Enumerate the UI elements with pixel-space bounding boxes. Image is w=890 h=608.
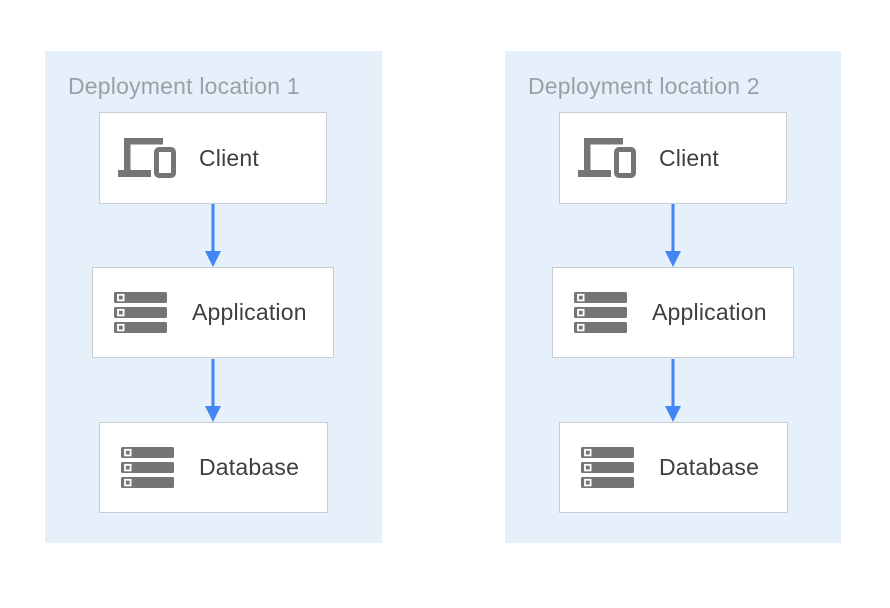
node-label: Client <box>199 144 260 171</box>
devices-icon <box>578 134 636 182</box>
devices-icon <box>118 134 176 182</box>
node-database: Database <box>99 422 328 513</box>
deployment-location-1-panel: Deployment location 1 Client <box>45 51 382 543</box>
node-database: Database <box>559 422 788 513</box>
arrow-application-to-database <box>665 359 681 422</box>
node-label: Application <box>192 299 307 325</box>
node-client: Client <box>559 112 787 204</box>
arrow-client-to-application <box>205 204 221 267</box>
node-label: Application <box>652 299 767 325</box>
server-stack-icon <box>578 447 636 488</box>
node-application: Application <box>92 267 334 358</box>
node-application: Application <box>552 267 794 358</box>
server-stack-icon <box>111 292 169 333</box>
server-stack-icon <box>571 292 629 333</box>
panel-title: Deployment location 2 <box>528 73 760 99</box>
node-label: Database <box>199 454 300 480</box>
panel-title: Deployment location 1 <box>68 73 300 99</box>
node-client: Client <box>99 112 327 204</box>
server-stack-icon <box>118 447 176 488</box>
deployment-location-2-panel: Deployment location 2 Client <box>505 51 841 543</box>
node-label: Database <box>659 454 760 480</box>
node-label: Client <box>659 144 720 171</box>
arrow-client-to-application <box>665 204 681 267</box>
arrow-application-to-database <box>205 359 221 422</box>
